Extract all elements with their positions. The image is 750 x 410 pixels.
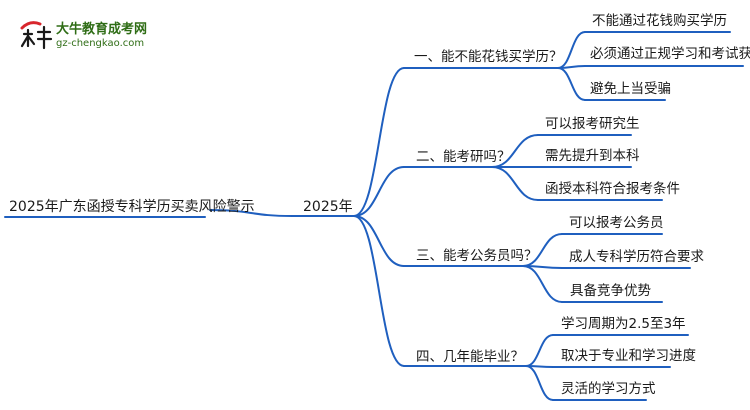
- leaf-label: 成人专科学历符合要求: [569, 249, 704, 265]
- root-topic: 2025年广东函授专科学历买卖风险警示: [9, 199, 255, 215]
- leaf-label: 必须通过正规学习和考试获得: [590, 46, 750, 62]
- branch-label: 三、能考公务员吗？: [416, 248, 538, 264]
- center-to-branch-link: [353, 215, 405, 267]
- leaf-label: 可以报考研究生: [545, 116, 640, 132]
- root-to-center-link: [209, 209, 293, 217]
- leaf-label: 可以报考公务员: [569, 215, 664, 231]
- branch-label: 一、能不能花钱买学历？: [414, 49, 563, 65]
- branch-label: 四、几年能毕业？: [416, 349, 524, 365]
- branch-to-leaf-link: [557, 67, 586, 101]
- center-to-branch-link: [353, 166, 405, 217]
- leaf-label: 灵活的学习方式: [561, 381, 656, 397]
- brand-domain: gz-chengkao.com: [56, 38, 145, 49]
- leaf-label: 函授本科符合报考条件: [545, 181, 680, 197]
- leaf-label: 取决于专业和学习进度: [561, 348, 696, 364]
- leaf-label: 需先提升到本科: [545, 148, 640, 164]
- center-to-branch-link: [353, 215, 405, 367]
- leaf-label: 不能通过花钱购买学历: [592, 13, 727, 29]
- branch-label: 二、能考研吗？: [416, 149, 511, 165]
- branch-to-leaf-link: [525, 365, 554, 401]
- leaf-label: 具备竞争优势: [570, 283, 651, 299]
- center-topic: 2025年: [303, 199, 353, 215]
- leaf-label: 避免上当受骗: [590, 81, 671, 97]
- branch-to-leaf-link: [525, 334, 554, 367]
- branch-to-leaf-link: [491, 166, 539, 201]
- center-to-branch-link: [353, 67, 405, 217]
- logo-icon: [20, 21, 53, 50]
- branch-to-leaf-link: [522, 265, 563, 303]
- leaf-label: 学习周期为2.5至3年: [561, 316, 686, 332]
- brand-name: 大牛教育成考网: [56, 22, 148, 37]
